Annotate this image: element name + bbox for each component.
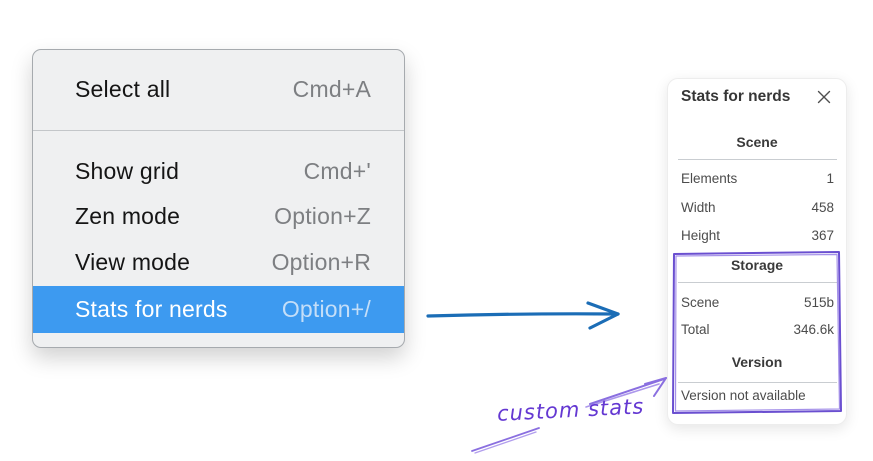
menu-item-label: Stats for nerds <box>75 296 228 322</box>
stat-value: 346.6k <box>793 321 834 337</box>
section-divider <box>678 382 837 383</box>
section-heading-storage: Storage <box>730 257 784 273</box>
stat-label: Elements <box>681 170 738 186</box>
stat-label: Scene <box>681 294 720 310</box>
stat-value: 458 <box>811 199 834 215</box>
stats-panel-title: Stats for nerds <box>681 88 791 105</box>
section-divider <box>678 159 837 160</box>
annotation-custom-stats-label: custom stats <box>496 394 645 426</box>
menu-item-stats-for-nerds[interactable]: Stats for nerds Option+/ <box>33 286 404 333</box>
stat-value: 1 <box>826 170 834 186</box>
blue-arrow-icon <box>426 301 620 330</box>
close-button[interactable] <box>814 87 834 107</box>
section-heading-scene: Scene <box>736 134 778 150</box>
menu-item-shortcut: Cmd+' <box>303 157 371 184</box>
stat-label: Width <box>681 199 716 215</box>
stat-value: 367 <box>811 227 834 243</box>
menu-item-show-grid[interactable]: Show grid Cmd+' <box>33 148 404 194</box>
section-divider <box>678 282 837 283</box>
close-icon <box>817 90 831 104</box>
stat-row-total-size: Total 346.6k <box>681 319 834 339</box>
stat-value: 515b <box>803 294 834 310</box>
menu-item-label: Show grid <box>75 157 180 184</box>
version-note: Version not available <box>681 388 806 403</box>
stats-panel: Stats for nerds Scene Elements 1 Width 4… <box>667 78 847 425</box>
stat-row-elements: Elements 1 <box>681 168 834 188</box>
context-menu: Select all Cmd+A Show grid Cmd+' Zen mod… <box>32 49 405 348</box>
purple-line-icon <box>471 427 540 454</box>
menu-item-select-all[interactable]: Select all Cmd+A <box>33 66 404 112</box>
stat-row-height: Height 367 <box>681 225 834 245</box>
stat-row-width: Width 458 <box>681 197 834 217</box>
menu-item-label: View mode <box>75 248 191 275</box>
stat-label: Total <box>681 321 710 337</box>
section-heading-version: Version <box>731 354 783 370</box>
menu-item-shortcut: Cmd+A <box>292 75 371 102</box>
stat-label: Height <box>681 227 721 243</box>
menu-item-zen-mode[interactable]: Zen mode Option+Z <box>33 193 404 239</box>
menu-item-shortcut: Option+/ <box>281 296 371 322</box>
menu-item-view-mode[interactable]: View mode Option+R <box>33 239 404 285</box>
menu-item-shortcut: Option+R <box>271 248 371 275</box>
stat-row-scene-size: Scene 515b <box>681 292 834 312</box>
menu-item-label: Zen mode <box>75 202 181 229</box>
menu-divider <box>33 130 404 131</box>
menu-item-label: Select all <box>75 75 171 102</box>
menu-item-shortcut: Option+Z <box>274 202 371 229</box>
